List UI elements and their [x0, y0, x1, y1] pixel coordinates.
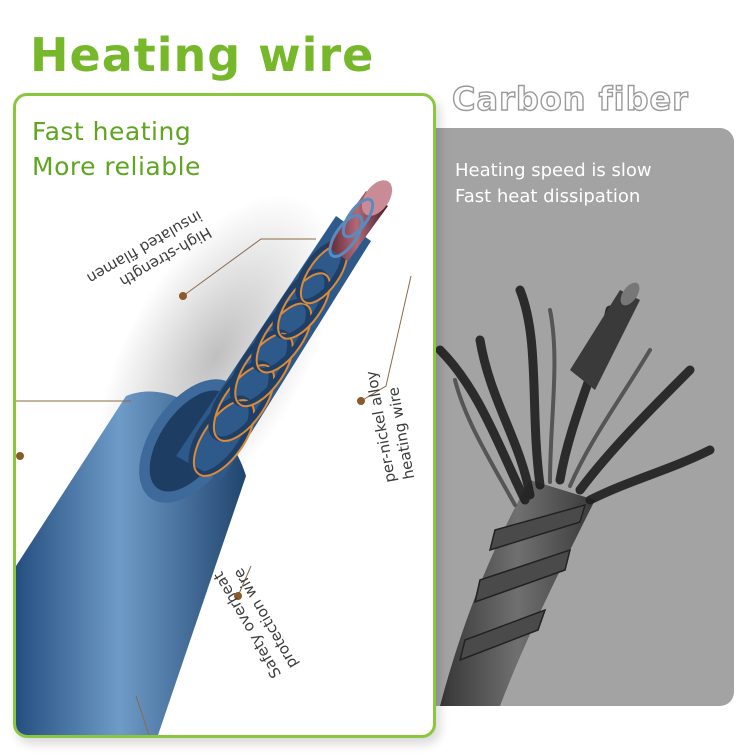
carbon-fiber-cable-image [435, 282, 715, 706]
heating-wire-cable-image [16, 180, 412, 735]
page-title: Heating wire [30, 28, 375, 82]
benefit-more-reliable: More reliable [32, 152, 201, 181]
heating-wire-benefits: Fast heating More reliable [32, 114, 201, 184]
carbon-fiber-description: Heating speed is slow Fast heat dissipat… [455, 158, 652, 210]
carbon-fiber-title: Carbon fiber [451, 79, 689, 118]
carbon-line-1: Heating speed is slow [455, 160, 652, 181]
benefit-fast-heating: Fast heating [32, 117, 192, 146]
heating-wire-card: Fast heating More reliable High-strength… [13, 93, 436, 738]
carbon-line-2: Fast heat dissipation [455, 186, 641, 207]
